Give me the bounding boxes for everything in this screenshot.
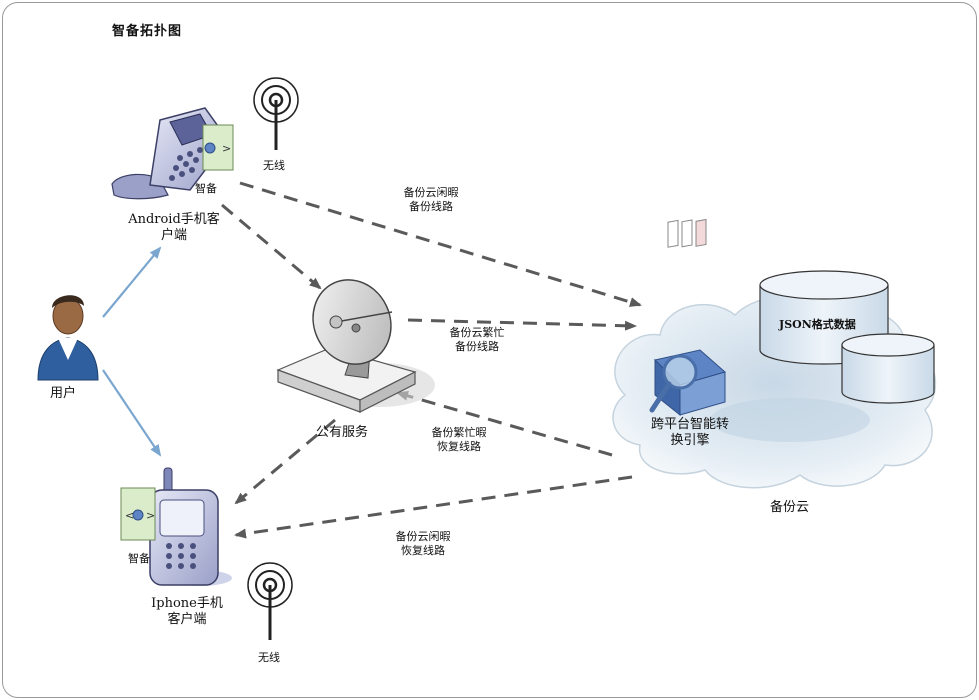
iphone-client-label-line2: 客户端 xyxy=(167,612,207,627)
iphone-client-label-line1: Iphone手机 xyxy=(151,596,223,611)
user-icon xyxy=(37,295,99,381)
svg-text:>: > xyxy=(146,509,155,522)
iphone-badge-label: 智备 xyxy=(128,552,150,565)
idle-restore-link-line1: 备份云闲暇 xyxy=(395,530,451,543)
public-service-dish-icon xyxy=(276,279,435,413)
wireless-bottom-label: 无线 xyxy=(258,651,280,664)
wireless-top-label: 无线 xyxy=(263,159,285,172)
engine-label: 跨平台智能转 换引擎 xyxy=(640,417,740,449)
busy-restore-link-line1: 备份繁忙暇 xyxy=(431,426,487,439)
link-android-to-service xyxy=(221,203,322,290)
svg-text:<: < xyxy=(125,509,134,522)
engine-label-line1: 跨平台智能转 xyxy=(650,417,729,432)
link-idle-backup xyxy=(239,181,642,307)
idle-restore-link-line2: 恢复线路 xyxy=(401,544,445,557)
wireless-bottom-icon xyxy=(247,562,293,640)
user-label: 用户 xyxy=(50,386,77,401)
busy-restore-link-line2: 恢复线路 xyxy=(437,440,481,453)
iphone-client-label: Iphone手机 客户端 xyxy=(132,596,242,628)
json-database-icon xyxy=(759,270,935,404)
android-client-label-line1: Android手机客 xyxy=(128,212,220,227)
idle-backup-link-label: 备份云闲暇 备份线路 xyxy=(396,186,466,214)
android-client-label-line2: 户端 xyxy=(160,228,187,243)
link-busy-restore xyxy=(396,390,613,457)
json-data-label: JSON格式数据 xyxy=(779,318,856,331)
conversion-engine-icon xyxy=(649,218,727,417)
android-client-label: Android手机客 户端 xyxy=(114,212,234,244)
svg-text:>: > xyxy=(222,142,231,155)
backup-cloud-label: 备份云 xyxy=(770,500,810,515)
busy-backup-link-line2: 备份线路 xyxy=(455,340,499,353)
idle-backup-link-line2: 备份线路 xyxy=(409,200,453,213)
link-busy-backup xyxy=(407,318,637,331)
link-user-to-android xyxy=(102,246,162,318)
wireless-top-icon xyxy=(253,77,299,150)
android-phone-icon: > xyxy=(111,107,234,200)
idle-backup-link-line1: 备份云闲暇 xyxy=(403,186,459,199)
public-service-label: 公有服务 xyxy=(316,425,369,440)
iphone-phone-icon: < > xyxy=(120,467,232,586)
engine-label-line2: 换引擎 xyxy=(670,433,710,448)
idle-restore-link-label: 备份云闲暇 恢复线路 xyxy=(388,530,458,558)
busy-backup-link-label: 备份云繁忙 备份线路 xyxy=(442,326,512,354)
diagram-title: 智备拓扑图 xyxy=(112,24,183,39)
link-user-to-iphone xyxy=(102,369,162,457)
busy-backup-link-line1: 备份云繁忙 xyxy=(449,326,505,339)
link-idle-restore xyxy=(234,475,633,539)
busy-restore-link-label: 备份繁忙暇 恢复线路 xyxy=(424,426,494,454)
android-badge-label: 智备 xyxy=(195,182,217,195)
